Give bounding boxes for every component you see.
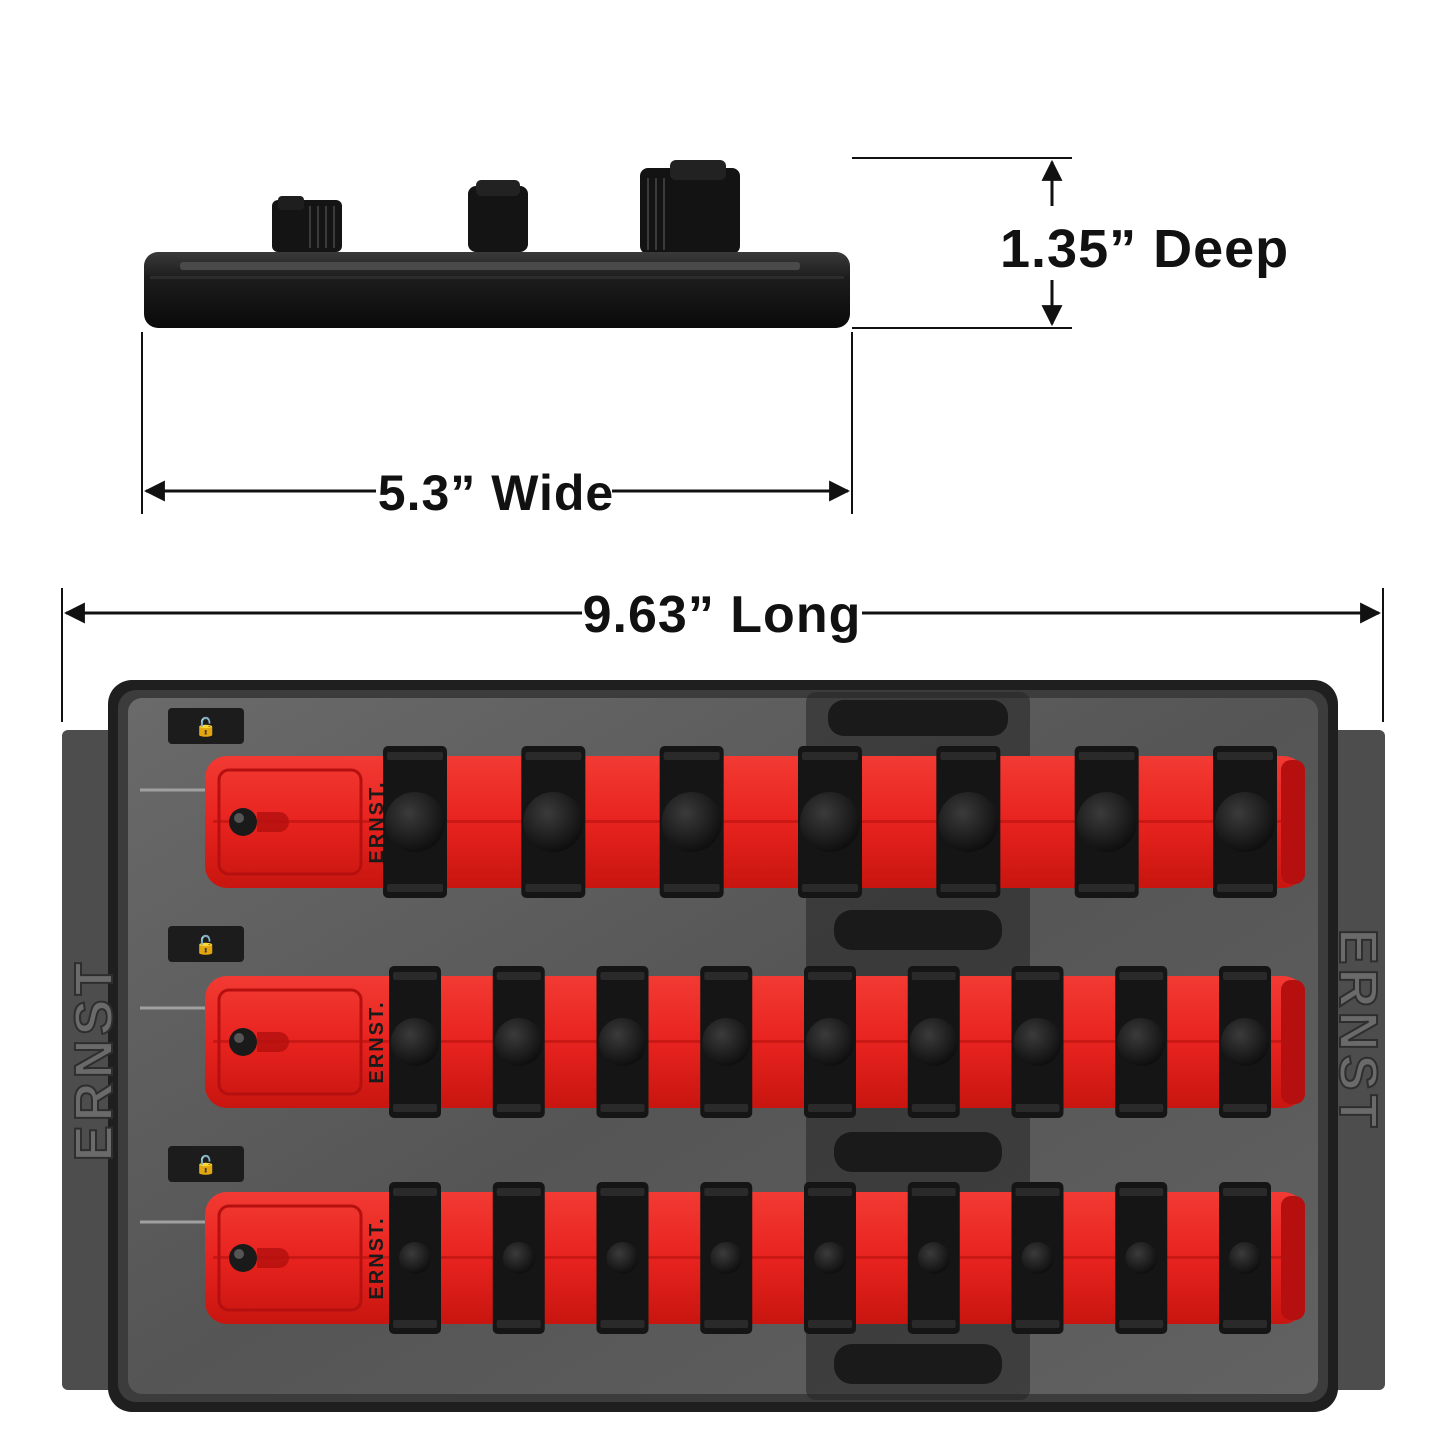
socket-post: [598, 1018, 647, 1066]
width-label: 5.3” Wide: [378, 465, 614, 521]
socket-clip[interactable]: [798, 746, 862, 898]
socket-post: [502, 1242, 535, 1274]
socket-post: [909, 1018, 958, 1066]
rail-end-cap: [1281, 1196, 1305, 1320]
socket-clip[interactable]: [700, 1182, 753, 1334]
tray-brand-left: ERNST: [64, 958, 124, 1161]
left-end-tab: [62, 730, 120, 1390]
side-post-left: [272, 200, 342, 252]
rail-brand: ERNST.: [366, 1000, 388, 1083]
socket-post: [702, 1018, 751, 1066]
socket-post: [1021, 1242, 1054, 1274]
socket-clip[interactable]: [383, 746, 447, 898]
socket-clip[interactable]: [1115, 1182, 1168, 1334]
socket-clip[interactable]: [492, 966, 545, 1118]
socket-clip[interactable]: [389, 1182, 441, 1334]
socket-clip[interactable]: [521, 746, 586, 898]
socket-post: [494, 1018, 543, 1066]
right-end-tab: [1327, 730, 1385, 1390]
depth-dimension: 1.35” Deep: [852, 157, 1289, 329]
rail-end-cap: [1281, 760, 1305, 884]
rail-brand: ERNST.: [366, 1216, 388, 1299]
rail-1[interactable]: ERNST.: [205, 746, 1305, 898]
socket-clip[interactable]: [936, 746, 1001, 898]
socket-post: [385, 792, 445, 852]
socket-post: [1229, 1242, 1261, 1274]
socket-post: [1013, 1018, 1062, 1066]
socket-clip[interactable]: [907, 1182, 960, 1334]
unlock-icon: 🔓: [195, 716, 217, 737]
release-button-icon[interactable]: [229, 808, 257, 836]
side-view-tray: [144, 160, 850, 328]
socket-post: [1221, 1018, 1269, 1066]
socket-clip[interactable]: [804, 1182, 856, 1334]
rail-release-plate: [217, 1204, 363, 1312]
top-view-tray: ERNST ERNST 🔓 🔓 🔓 ERNST. ERNST. ERNST.: [62, 680, 1389, 1412]
lock-switch-2[interactable]: 🔓: [140, 926, 244, 1010]
lock-switch-1[interactable]: 🔓: [140, 708, 244, 792]
socket-clip[interactable]: [804, 966, 856, 1118]
unlock-icon: 🔓: [195, 1154, 217, 1175]
socket-post: [523, 792, 584, 852]
socket-post: [1076, 792, 1137, 852]
release-button-icon[interactable]: [229, 1028, 257, 1056]
socket-clip[interactable]: [596, 966, 649, 1118]
socket-clip[interactable]: [907, 966, 960, 1118]
length-label: 9.63” Long: [583, 586, 862, 644]
socket-clip[interactable]: [1011, 1182, 1064, 1334]
socket-clip[interactable]: [492, 1182, 545, 1334]
rail-end-cap: [1281, 980, 1305, 1104]
socket-clip[interactable]: [1074, 746, 1139, 898]
socket-clip[interactable]: [659, 746, 724, 898]
socket-post: [1117, 1018, 1166, 1066]
side-post-middle: [468, 186, 528, 252]
socket-post: [814, 1242, 846, 1274]
socket-post: [606, 1242, 639, 1274]
socket-post: [391, 1018, 439, 1066]
socket-post: [800, 792, 860, 852]
socket-clip[interactable]: [389, 966, 441, 1118]
socket-post: [806, 1018, 854, 1066]
unlock-icon: 🔓: [195, 934, 217, 955]
side-base: [144, 252, 850, 328]
socket-clip[interactable]: [1219, 1182, 1271, 1334]
socket-post: [399, 1242, 431, 1274]
rail-brand: ERNST.: [366, 780, 388, 863]
socket-rails: ERNST. ERNST. ERNST.: [205, 746, 1305, 1334]
lock-switch-3[interactable]: 🔓: [140, 1146, 244, 1224]
socket-clip[interactable]: [1011, 966, 1064, 1118]
socket-clip[interactable]: [1115, 966, 1168, 1118]
socket-clip[interactable]: [700, 966, 753, 1118]
socket-clip[interactable]: [596, 1182, 649, 1334]
socket-post: [661, 792, 722, 852]
socket-post: [917, 1242, 950, 1274]
socket-post: [1125, 1242, 1158, 1274]
socket-post: [1215, 792, 1275, 852]
socket-post: [938, 792, 999, 852]
socket-post: [710, 1242, 743, 1274]
rail-3[interactable]: ERNST.: [205, 1182, 1305, 1334]
rail-release-plate: [217, 768, 363, 876]
socket-clip[interactable]: [1219, 966, 1271, 1118]
length-dimension: 9.63” Long: [61, 586, 1384, 722]
width-dimension: 5.3” Wide: [141, 332, 853, 521]
rail-release-plate: [217, 988, 363, 1096]
rail-2[interactable]: ERNST.: [205, 966, 1305, 1118]
socket-clip[interactable]: [1213, 746, 1277, 898]
depth-label: 1.35” Deep: [1000, 219, 1289, 279]
tray-brand-right: ERNST: [1328, 928, 1388, 1131]
release-button-icon[interactable]: [229, 1244, 257, 1272]
